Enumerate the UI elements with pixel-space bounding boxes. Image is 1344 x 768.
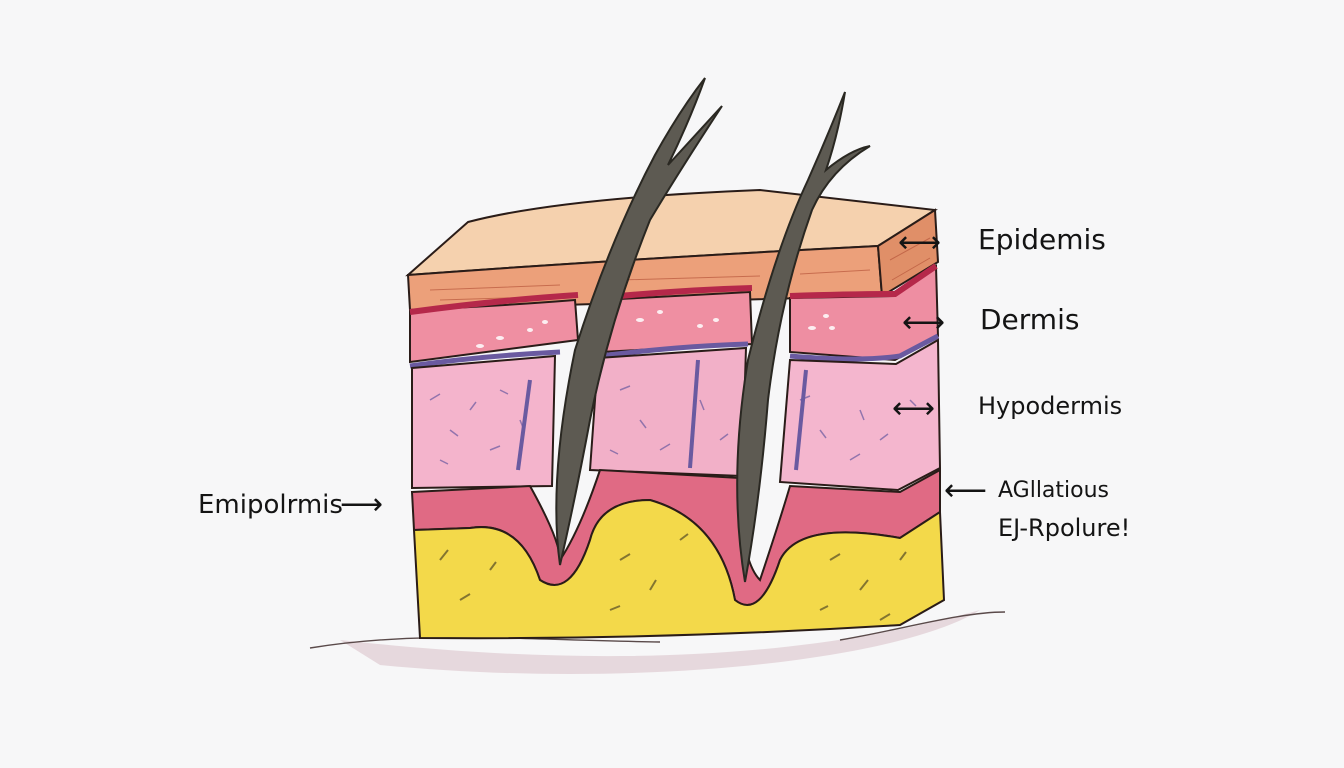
hypodermis-block-3 — [778, 338, 942, 492]
hair-right — [736, 91, 871, 583]
label-hypodermis: Hypodermis — [978, 392, 1123, 420]
ground-shadow — [340, 610, 980, 674]
bottom-right-arrow: ⟵ — [944, 473, 988, 508]
epidermis-side — [876, 208, 940, 298]
hypodermis-block-2 — [588, 346, 748, 478]
hypodermis-arrow: ⟷ — [892, 391, 936, 426]
hair-left — [555, 77, 723, 566]
label-bottom-right-1: AGllatious — [998, 478, 1110, 503]
label-dermis: Dermis — [980, 303, 1080, 336]
label-left: Emipolrmis — [198, 490, 343, 520]
epidermis-arrow: ⟷ — [898, 225, 942, 260]
left-arrow: ⟶ — [340, 487, 384, 522]
vessel-line — [409, 333, 940, 369]
label-epidermis: Epidemis — [978, 223, 1106, 256]
dermis-arrow: ⟷ — [902, 305, 946, 340]
label-bottom-right-2: EJ-Rpolure! — [998, 514, 1131, 542]
fat-layer — [412, 498, 946, 640]
hypodermis-block-1 — [411, 354, 557, 490]
